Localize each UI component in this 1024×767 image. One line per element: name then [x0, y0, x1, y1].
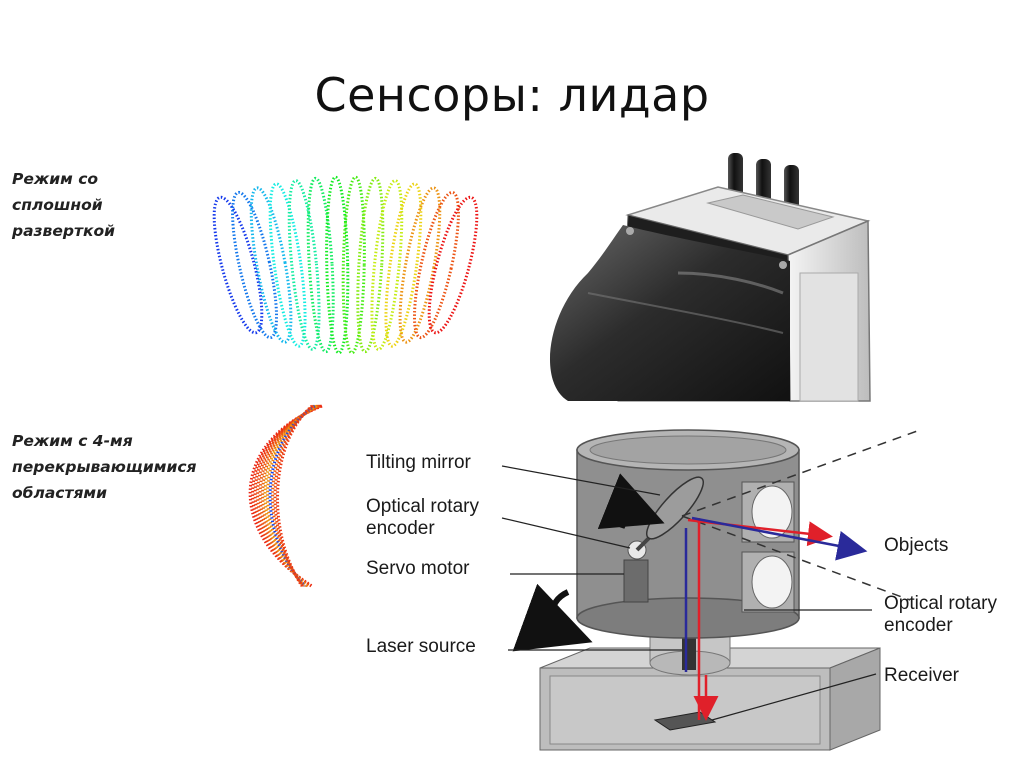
continuous-scan-pattern-image — [212, 175, 479, 355]
scan-line — [306, 176, 335, 354]
scan-line — [398, 186, 442, 344]
label-laser-source: Laser source — [366, 636, 476, 657]
label-optical-rotary-left-1: Optical rotary — [366, 496, 479, 517]
label-receiver: Receiver — [884, 665, 960, 686]
scan-line — [266, 404, 317, 588]
overlap-scan-mode-label: Режим с 4-мя перекрывающимися областями — [12, 432, 197, 502]
scan-line — [276, 404, 313, 587]
scan-line — [325, 175, 350, 355]
scan-line — [249, 186, 293, 344]
label-objects: Objects — [884, 535, 948, 556]
scan-line — [341, 175, 366, 355]
label-optical-rotary-left-2: encoder — [366, 518, 435, 539]
continuous-scan-mode-label: Режим со сплошной разверткой — [12, 170, 115, 240]
scan-line — [356, 176, 385, 354]
scan-line — [268, 182, 307, 348]
slide-title: Сенсоры: лидар — [314, 68, 710, 122]
scan-line — [412, 190, 460, 340]
scan-line — [231, 190, 279, 340]
scan-line — [427, 195, 479, 335]
scan-line — [212, 195, 264, 335]
scan-line — [287, 179, 321, 351]
lidar-device-image — [549, 153, 871, 402]
label-servo-motor: Servo motor — [366, 558, 470, 579]
lidar-schematic-diagram: Tilting mirror Optical rotary encoder Se… — [366, 429, 997, 751]
scan-line — [263, 404, 318, 588]
label-optical-rotary-right-1: Optical rotary — [884, 593, 997, 614]
scan-line — [268, 404, 316, 588]
label-optical-rotary-right-2: encoder — [884, 615, 953, 636]
label-tilting-mirror: Tilting mirror — [366, 452, 472, 473]
overlap-scan-pattern-image — [248, 404, 323, 588]
